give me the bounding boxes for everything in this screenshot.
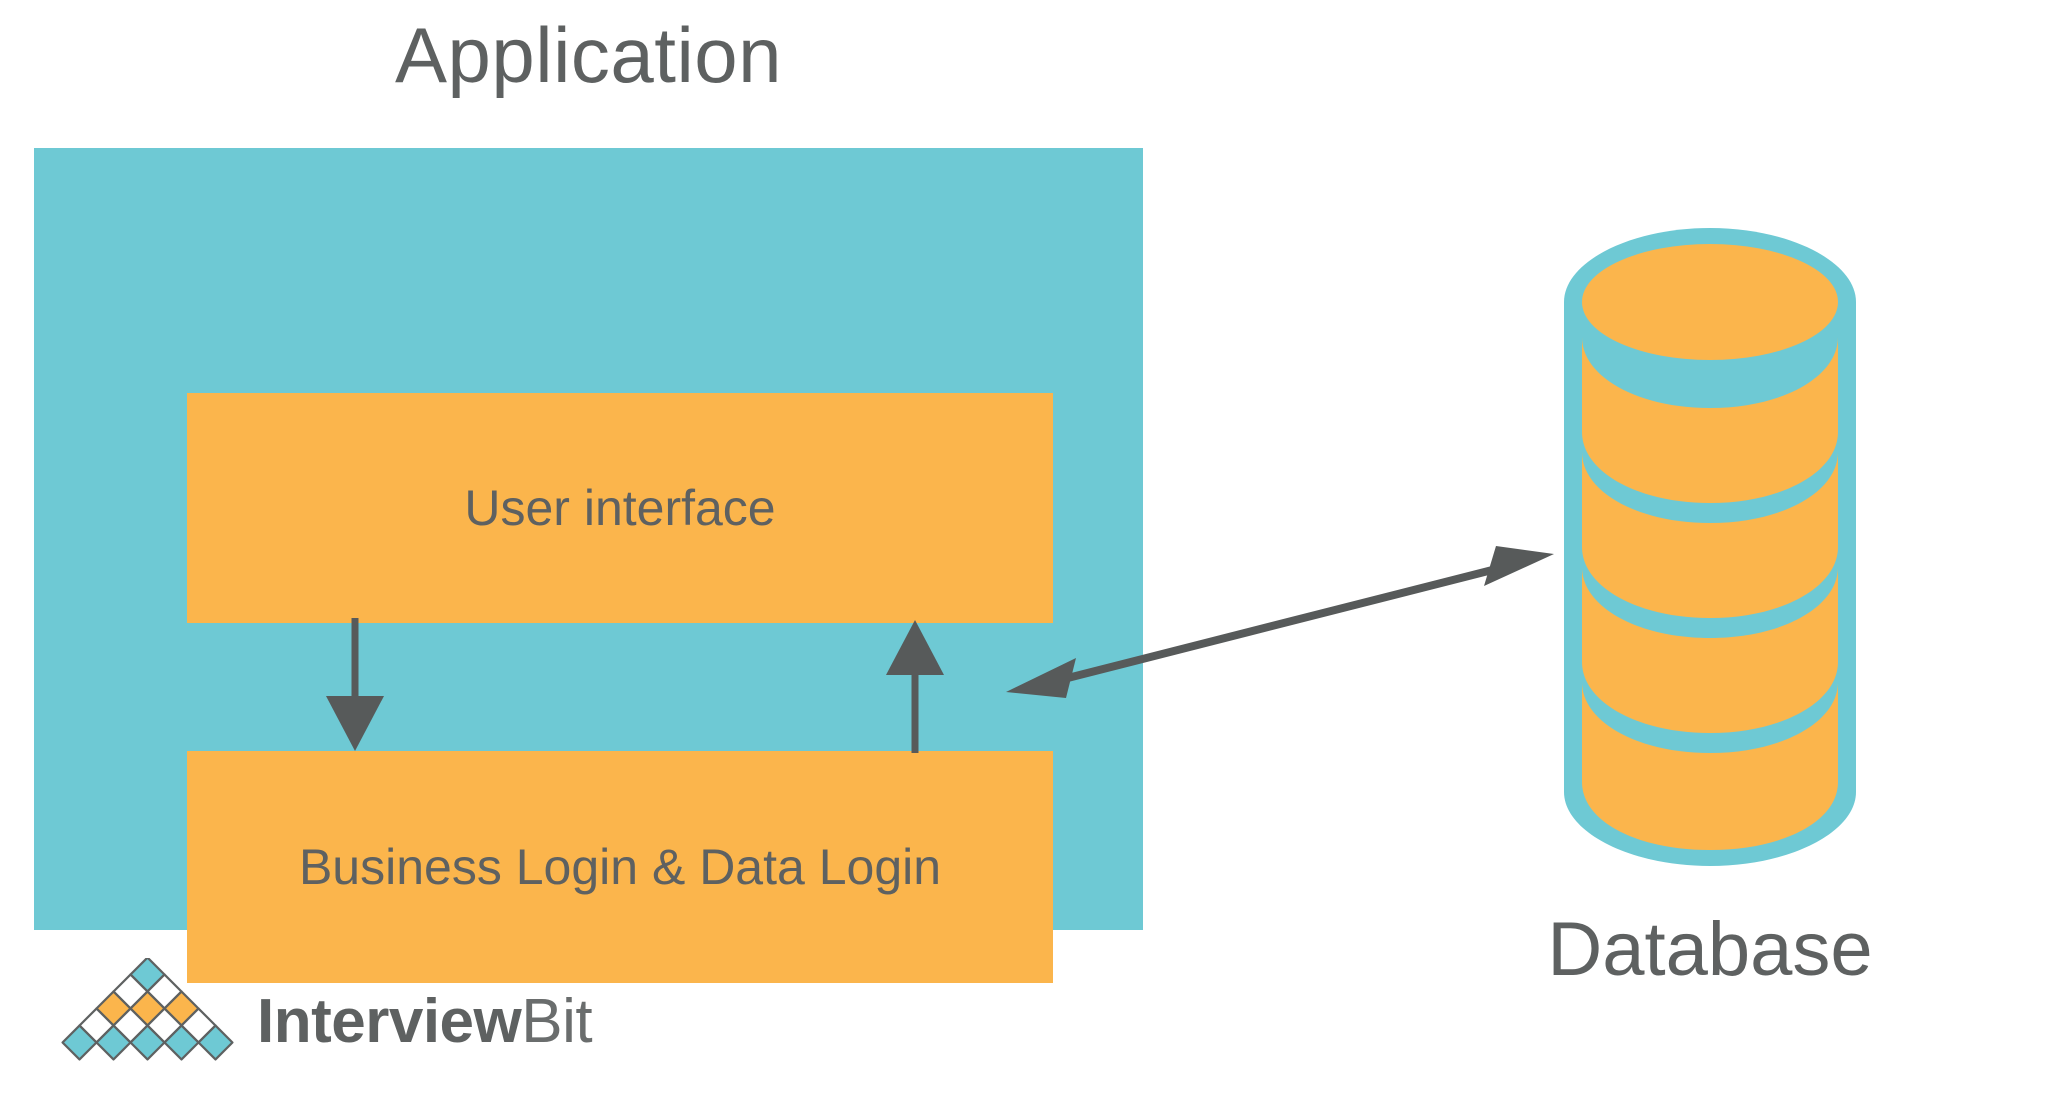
application-panel: User interface Business Login & Data Log… [34,148,1143,983]
block-user-interface-label: User interface [464,479,776,536]
application-title: Application [394,11,783,99]
block-user-interface: User interface [187,393,1053,623]
block-business-logic-label: Business Login & Data Login [298,838,942,895]
interviewbit-brand: InterviewBit [60,958,593,1086]
block-business-logic: Business Login & Data Login [187,751,1053,983]
database-cylinder-icon [1564,228,1856,866]
arrow-up-icon [886,620,944,753]
interviewbit-logo-icon [61,958,234,1061]
interviewbit-wordmark: InterviewBit [257,991,593,1053]
arrow-bidirectional-database-icon [1006,546,1554,698]
arrow-down-icon [326,618,384,751]
brand-name-light: Bit [521,987,593,1056]
brand-name-bold: Interview [257,987,522,1056]
database-label: Database [1547,907,1873,992]
